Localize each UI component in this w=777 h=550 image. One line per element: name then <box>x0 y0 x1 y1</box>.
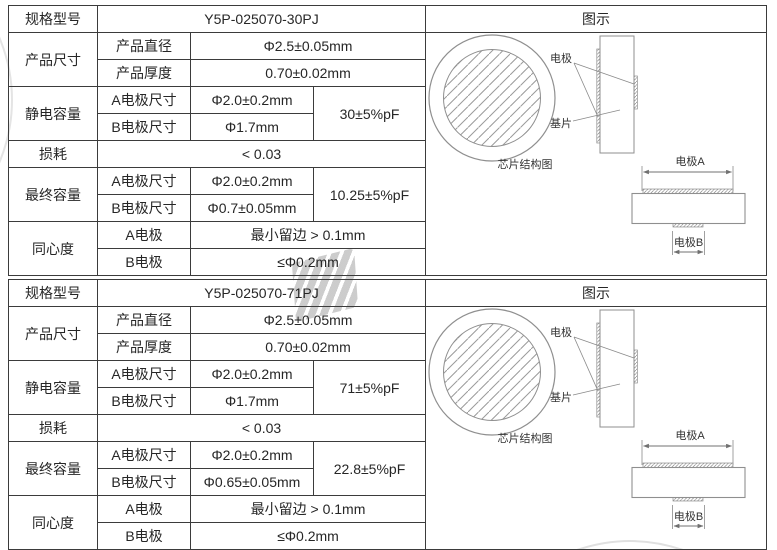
final-electrode-a-size-value: Φ2.0±0.2mm <box>190 441 314 469</box>
concentricity-a-value: 最小留边 > 0.1mm <box>189 221 427 249</box>
spec-table-30pj: 规格型号 Y5P-025070-30PJ 图示 产品尺寸 产品直径 Φ2.5±0… <box>8 5 768 276</box>
product-thickness-value: 0.70±0.02mm <box>189 59 427 87</box>
electrode-label: 电极 <box>550 51 572 65</box>
concentricity-a-label: A电极 <box>97 495 191 523</box>
concentricity-b-label: B电极 <box>97 248 191 276</box>
concentricity-a-value: 最小留边 > 0.1mm <box>189 495 427 523</box>
electrode-a-size-value: Φ2.0±0.2mm <box>190 86 314 114</box>
product-size-label: 产品尺寸 <box>8 32 98 87</box>
electrode-a-size-value: Φ2.0±0.2mm <box>190 360 314 388</box>
concentricity-b-label: B电极 <box>97 522 191 550</box>
chip-side-view: 电极 基片 <box>550 35 638 154</box>
electrode-b-size-label: B电极尺寸 <box>97 387 191 415</box>
chip-structure-caption: 芯片结构图 <box>498 157 553 171</box>
static-capacitance-value: 30±5%pF <box>312 86 427 141</box>
loss-value: < 0.03 <box>96 140 427 168</box>
final-electrode-b-size-label: B电极尺寸 <box>97 468 191 496</box>
diagram-title: 图示 <box>425 5 768 33</box>
electrode-b-size-label: B电极尺寸 <box>97 113 191 141</box>
final-electrode-a-size-label: A电极尺寸 <box>97 167 191 195</box>
electrode-b-size-value: Φ1.7mm <box>190 387 314 415</box>
electrode-a-size-label: A电极尺寸 <box>97 86 191 114</box>
product-diameter-label: 产品直径 <box>97 32 191 60</box>
chip-structure-top-view: 芯片结构图 <box>428 308 556 445</box>
final-capacitance-label: 最终容量 <box>8 167 98 222</box>
loss-label: 损耗 <box>8 140 98 168</box>
product-size-label: 产品尺寸 <box>8 306 98 361</box>
final-electrode-a-size-label: A电极尺寸 <box>97 441 191 469</box>
product-thickness-label: 产品厚度 <box>97 59 191 87</box>
final-capacitance-label: 最终容量 <box>8 441 98 496</box>
electrode-dimension-view: 电极A 电极B <box>631 154 746 255</box>
electrode-label: 电极 <box>550 325 572 339</box>
concentricity-label: 同心度 <box>8 221 98 276</box>
spec-model-value: Y5P-025070-71PJ <box>96 279 427 307</box>
concentricity-a-label: A电极 <box>97 221 191 249</box>
concentricity-label: 同心度 <box>8 495 98 550</box>
diagram-cell: 芯片结构图 电极 基片 电极A <box>425 32 768 276</box>
static-capacitance-label: 静电容量 <box>8 86 98 141</box>
electrode-a-label: 电极A <box>675 154 705 168</box>
loss-label: 损耗 <box>8 414 98 442</box>
static-capacitance-label: 静电容量 <box>8 360 98 415</box>
final-capacitance-value: 22.8±5%pF <box>312 441 427 496</box>
electrode-a-size-label: A电极尺寸 <box>97 360 191 388</box>
diagram-title: 图示 <box>425 279 768 307</box>
substrate-label: 基片 <box>550 391 572 404</box>
final-electrode-b-size-value: Φ0.7±0.05mm <box>190 194 314 222</box>
spec-model-value: Y5P-025070-30PJ <box>96 5 427 33</box>
electrode-b-size-value: Φ1.7mm <box>190 113 314 141</box>
electrode-b-label: 电极B <box>674 509 703 523</box>
electrode-b-label: 电极B <box>674 235 703 249</box>
concentricity-b-value: ≤Φ0.2mm <box>189 522 427 550</box>
final-electrode-b-size-label: B电极尺寸 <box>97 194 191 222</box>
chip-structure-top-view: 芯片结构图 <box>428 34 556 171</box>
product-thickness-label: 产品厚度 <box>97 333 191 361</box>
chip-diagram: 芯片结构图 电极 基片 电极A <box>428 34 746 255</box>
chip-diagram: 芯片结构图 电极 基片 电极A <box>428 308 746 529</box>
product-thickness-value: 0.70±0.02mm <box>189 333 427 361</box>
chip-structure-caption: 芯片结构图 <box>498 431 553 445</box>
loss-value: < 0.03 <box>96 414 427 442</box>
final-electrode-b-size-value: Φ0.65±0.05mm <box>190 468 314 496</box>
chip-side-view: 电极 基片 <box>550 309 638 428</box>
spec-model-label: 规格型号 <box>8 5 98 33</box>
product-diameter-value: Φ2.5±0.05mm <box>189 306 427 334</box>
product-diameter-label: 产品直径 <box>97 306 191 334</box>
static-capacitance-value: 71±5%pF <box>312 360 427 415</box>
concentricity-b-value: ≤Φ0.2mm <box>189 248 427 276</box>
electrode-a-label: 电极A <box>675 428 705 442</box>
final-electrode-a-size-value: Φ2.0±0.2mm <box>190 167 314 195</box>
spec-table-71pj: 规格型号 Y5P-025070-71PJ 图示 产品尺寸 产品直径 Φ2.5±0… <box>8 279 768 550</box>
spec-model-label: 规格型号 <box>8 279 98 307</box>
substrate-label: 基片 <box>550 117 572 130</box>
product-diameter-value: Φ2.5±0.05mm <box>189 32 427 60</box>
diagram-cell: 芯片结构图 电极 基片 电极A <box>425 306 768 550</box>
electrode-dimension-view: 电极A 电极B <box>631 428 746 529</box>
final-capacitance-value: 10.25±5%pF <box>312 167 427 222</box>
